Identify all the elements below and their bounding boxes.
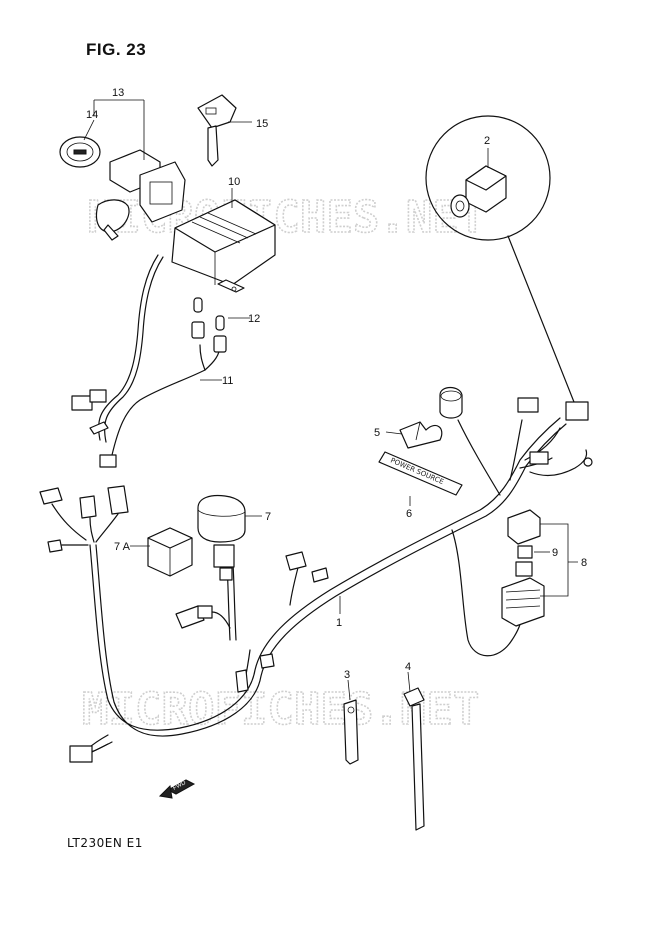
- band-4: [403, 687, 425, 831]
- callout-numbers: 13 14 15 10 2 12 11 5 6 7 7 A 9 8 1 3 4: [86, 87, 587, 681]
- cdi-unit: [171, 199, 276, 293]
- power-source-text: POWER SOURCE: [389, 456, 445, 486]
- callout-8: 8: [581, 557, 587, 569]
- relay-7a: [147, 527, 193, 577]
- clamp-5: [399, 421, 443, 449]
- callout-7a: 7 A: [114, 541, 131, 553]
- connector-mid-left: [175, 605, 231, 629]
- callout-3: 3: [344, 669, 350, 681]
- callout-6: 6: [406, 508, 412, 520]
- callout-5: 5: [374, 427, 380, 439]
- detail-circle-part-2: [425, 115, 575, 403]
- callout-4: 4: [405, 661, 411, 673]
- callout-2: 2: [484, 135, 490, 147]
- ignition-key: [197, 94, 237, 167]
- callout-1: 1: [336, 617, 342, 629]
- figure-title: FIG. 23: [86, 40, 147, 59]
- relay-cluster-8: [501, 509, 545, 627]
- relay-7: [197, 494, 246, 581]
- callout-9: 9: [552, 547, 558, 559]
- callout-10: 10: [228, 176, 240, 188]
- callout-11: 11: [222, 375, 233, 387]
- connector-mid: [285, 551, 329, 583]
- ignition-switch: [59, 136, 186, 241]
- bulbs-12: [191, 297, 227, 353]
- leader-lines: [83, 99, 578, 701]
- terminals-lower: [235, 653, 275, 693]
- connectors-11: [71, 389, 117, 468]
- connector-bottom-left: [69, 743, 109, 763]
- connectors-upper-right: [439, 386, 593, 467]
- strap-3: [343, 699, 359, 765]
- sub-harness-11: [97, 254, 221, 456]
- model-code: LT230EN E1: [67, 836, 143, 850]
- power-source-plate: POWER SOURCE: [378, 451, 463, 496]
- callout-13: 13: [112, 87, 124, 99]
- fwd-arrow-icon: FWD: [158, 779, 196, 799]
- callout-14: 14: [86, 109, 98, 121]
- connectors-left-group: [39, 485, 129, 553]
- callout-12: 12: [248, 313, 260, 325]
- callout-15: 15: [256, 118, 268, 130]
- callout-7: 7: [265, 511, 271, 523]
